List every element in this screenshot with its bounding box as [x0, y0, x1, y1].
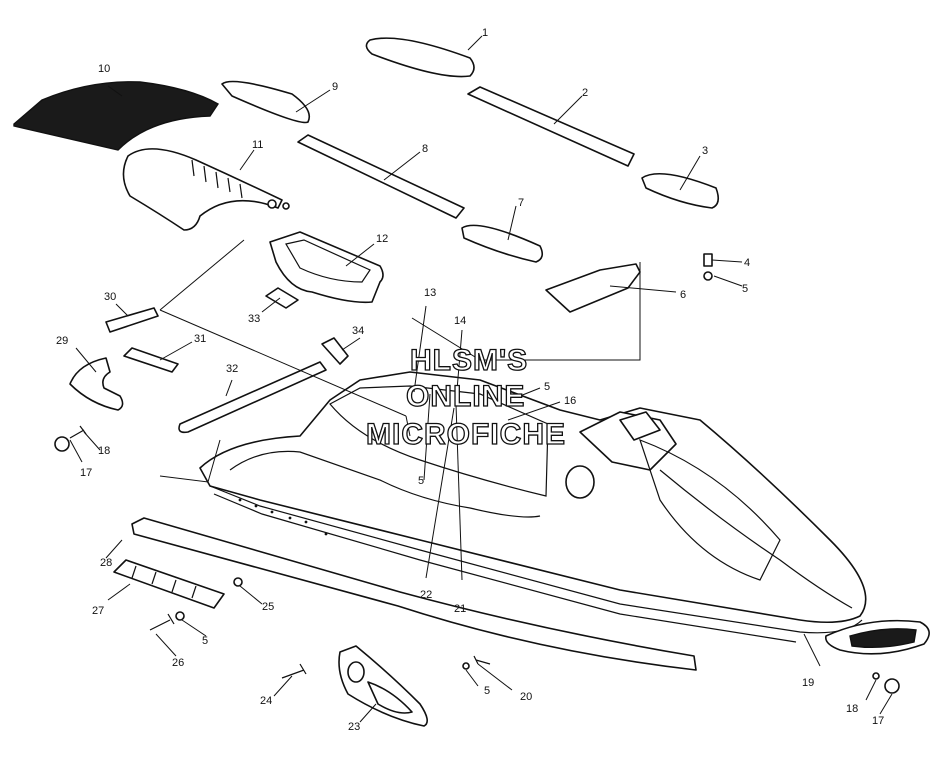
hull-rivets [238, 498, 328, 536]
part-5-washer-bottom[interactable] [462, 662, 470, 670]
leader-lines [69, 35, 893, 723]
part-8-long-pad[interactable] [297, 134, 465, 219]
callout-5-left: 5 [202, 635, 208, 647]
callout-5-center: 5 [544, 381, 550, 393]
callout-6: 6 [680, 289, 686, 301]
part-5-washer-left[interactable] [175, 611, 185, 621]
part-1-pad[interactable] [365, 37, 475, 78]
callout-2: 2 [582, 87, 588, 99]
hull-body[interactable] [199, 371, 867, 624]
callout-8: 8 [422, 143, 428, 155]
hull-gauge-box [619, 411, 661, 441]
callout-3: 3 [702, 145, 708, 157]
part-2-long-pad[interactable] [467, 86, 635, 167]
callout-18-left: 18 [98, 445, 110, 457]
callout-21: 21 [454, 603, 466, 615]
hull-hatch [639, 438, 781, 581]
callout-32: 32 [226, 363, 238, 375]
part-29-side-bracket[interactable] [69, 357, 124, 411]
hull-nose [659, 469, 853, 609]
callout-1: 1 [482, 27, 488, 39]
callout-24: 24 [260, 695, 272, 707]
part-20-bolt[interactable] [473, 655, 491, 665]
watermark-line-1: HLSM'S [410, 344, 528, 377]
watermark: HLSM'S ONLINE MICROFICHE [365, 343, 566, 451]
part-17-cap-left[interactable] [54, 436, 70, 452]
hull-port [565, 465, 595, 499]
hull-footwell [329, 385, 549, 497]
callout-25: 25 [262, 601, 274, 613]
part-5-washer-top-right[interactable] [703, 271, 713, 281]
callout-18-right: 18 [846, 703, 858, 715]
part-31-bar[interactable] [123, 347, 179, 373]
callout-5-bottom: 5 [484, 685, 490, 697]
part-17-cap-right[interactable] [884, 678, 900, 694]
part-18-screw-left[interactable] [69, 425, 87, 439]
callout-11: 11 [252, 139, 263, 151]
hull-gunwale-lower [213, 493, 797, 643]
callout-labels: 1 2 3 4 5 6 7 8 9 10 11 12 13 14 5 16 5 … [56, 27, 884, 733]
part-27-guard-ribs [131, 565, 197, 599]
part-12-storage-bin[interactable] [269, 231, 384, 304]
part-30-bar[interactable] [105, 307, 159, 333]
part-33-bracket[interactable] [265, 287, 299, 309]
part-10-mat[interactable] [13, 81, 219, 151]
part-11-fastener-2 [282, 202, 290, 210]
callout-34: 34 [352, 325, 364, 337]
callout-28: 28 [100, 557, 112, 569]
part-11-fastener [267, 199, 277, 209]
part-3-pad[interactable] [641, 172, 720, 209]
part-23-vent-slot [367, 681, 413, 714]
callout-30: 30 [104, 291, 116, 303]
callout-17-right: 17 [872, 715, 884, 727]
callout-33: 33 [248, 313, 260, 325]
hull-seat [229, 450, 541, 518]
part-19-bumper-band [849, 628, 917, 649]
part-4-bolt[interactable] [703, 253, 713, 267]
part-23-side-vent[interactable] [338, 645, 428, 727]
callout-7: 7 [518, 197, 524, 209]
part-27-guard[interactable] [113, 559, 225, 609]
part-28-bumper[interactable] [131, 517, 697, 671]
callout-26: 26 [172, 657, 184, 669]
part-23-vent-hole [347, 661, 365, 683]
callout-19: 19 [802, 677, 814, 689]
watermark-line-3: MICROFICHE [366, 418, 566, 451]
part-24-screw[interactable] [281, 663, 307, 679]
part-34-plug[interactable] [321, 337, 349, 365]
part-11-rail-ribs [191, 159, 243, 199]
hull-gunwale [209, 485, 863, 634]
callout-29: 29 [56, 335, 68, 347]
callout-27: 27 [92, 605, 104, 617]
callout-12: 12 [376, 233, 388, 245]
part-9-pad[interactable] [221, 80, 311, 124]
callout-23: 23 [348, 721, 360, 733]
callout-5-top-right: 5 [742, 283, 748, 295]
part-6-bracket-plate[interactable] [545, 263, 641, 313]
part-11-grab-rail[interactable] [122, 148, 283, 231]
callout-14: 14 [454, 315, 466, 327]
part-25-grommet[interactable] [233, 577, 243, 587]
watermark-line-2: ONLINE [406, 380, 525, 413]
callout-10: 10 [98, 63, 110, 75]
part-12-bin-opening [285, 239, 371, 283]
callout-13: 13 [424, 287, 436, 299]
callout-16: 16 [564, 395, 576, 407]
part-18-screw-right[interactable] [872, 672, 880, 680]
callout-31: 31 [194, 333, 206, 345]
callout-9: 9 [332, 81, 338, 93]
callout-17-left: 17 [80, 467, 92, 479]
part-7-pad[interactable] [461, 224, 544, 263]
callout-4: 4 [744, 257, 750, 269]
callout-5-hull: 5 [418, 475, 424, 487]
part-32-strip[interactable] [178, 361, 327, 434]
part-26-screw[interactable] [149, 613, 175, 631]
callout-22: 22 [420, 589, 432, 601]
callout-20: 20 [520, 691, 532, 703]
